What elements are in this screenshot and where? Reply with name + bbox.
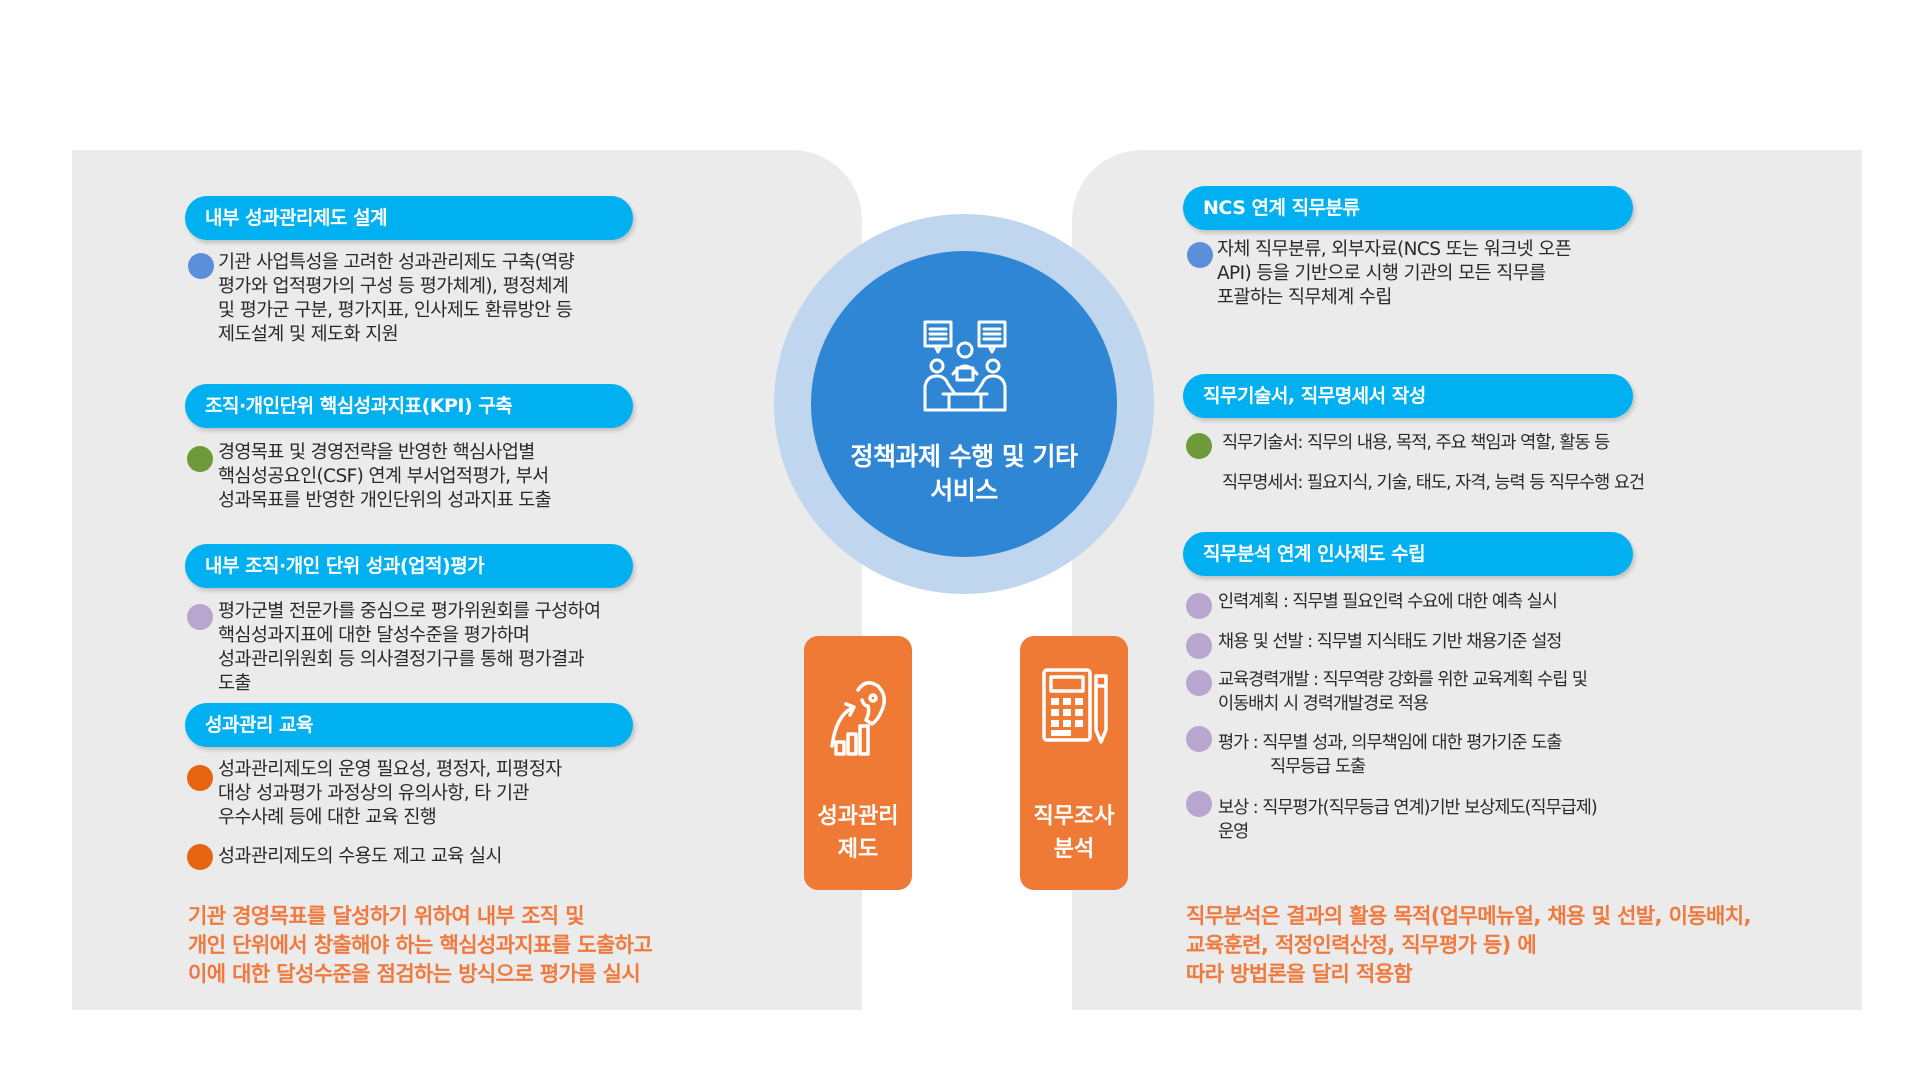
section-text-ncs-job-classification: 자체 직무분류, 외부자료(NCS 또는 워크넷 오픈 API) 등을 기반으로… [1217, 239, 1572, 308]
bullet-dot [187, 604, 213, 630]
section-title-ncs-job-classification: NCS 연계 직무분류 [1183, 186, 1633, 230]
bullet-dot [1186, 791, 1212, 817]
bullet-dot [1186, 670, 1212, 696]
bullet-dot [1186, 726, 1212, 752]
center-circle [811, 251, 1117, 557]
performance-management-box [804, 636, 912, 890]
left-summary-note: 기관 경영목표를 달성하기 위하여 내부 조직 및 개인 단위에서 창출해야 하… [188, 904, 653, 986]
performance-management-label: 성과관리 제도 [817, 804, 899, 862]
section-text-job-description: 직무기술서: 직무의 내용, 목적, 주요 책임과 역할, 활동 등 [1222, 433, 1610, 453]
section-text-kpi-build: 경영목표 및 경영전략을 반영한 핵심사업별 핵심성공요인(CSF) 연계 부서… [218, 442, 552, 511]
job-analysis-label: 직무조사 분석 [1033, 804, 1115, 862]
section-text-internal-performance-design: 기관 사업특성을 고려한 성과관리제도 구축(역량 평가와 업적평가의 구성 등… [218, 252, 575, 345]
section-title-internal-performance-design: 내부 성과관리제도 설계 [185, 196, 633, 240]
section-text-evaluation: 평가 : 직무별 성과, 의무책임에 대한 평가기준 도출 직무등급 도출 [1218, 733, 1562, 777]
bullet-dot [1186, 593, 1212, 619]
bullet-dot [188, 253, 214, 279]
bullet-dot [187, 765, 213, 791]
section-title-performance-evaluation: 내부 조직·개인 단위 성과(업적)평가 [185, 544, 633, 588]
meeting-people-icon [923, 320, 1007, 412]
bullet-dot [187, 446, 213, 472]
section-text-performance-education-2: 성과관리제도의 수용도 제고 교육 실시 [218, 846, 502, 867]
section-text-recruitment: 채용 및 선발 : 직무별 지식태도 기반 채용기준 설정 [1218, 632, 1562, 652]
bullet-dot [1186, 433, 1212, 459]
growth-graph-icon [830, 681, 886, 756]
calculator-pencil-icon [1042, 668, 1108, 744]
bullet-dot [1187, 242, 1213, 268]
section-text-manpower-plan: 인력계획 : 직무별 필요인력 수요에 대한 예측 실시 [1218, 592, 1558, 612]
section-text-compensation: 보상 : 직무평가(직무등급 연계)기반 보상제도(직무급제) 운영 [1218, 798, 1598, 842]
right-panel [1072, 150, 1862, 1010]
section-title-kpi-build: 조직·개인단위 핵심성과지표(KPI) 구축 [185, 384, 633, 428]
section-title-job-description: 직무기술서, 직무명세서 작성 [1183, 374, 1633, 418]
section-text-performance-education-1: 성과관리제도의 운영 필요성, 평정자, 피평정자 대상 성과평가 과정상의 유… [218, 759, 562, 828]
section-text-job-specification: 직무명세서: 필요지식, 기술, 태도, 자격, 능력 등 직무수행 요건 [1222, 473, 1645, 493]
section-text-performance-evaluation: 평가군별 전문가를 중심으로 평가위원회를 구성하여 핵심성과지표에 대한 달성… [218, 601, 601, 694]
section-title-performance-education: 성과관리 교육 [185, 703, 633, 747]
right-summary-note: 직무분석은 결과의 활용 목적(업무메뉴얼, 채용 및 선발, 이동배치, 교육… [1186, 904, 1751, 986]
section-text-education-career: 교육경력개발 : 직무역량 강화를 위한 교육계획 수립 및 이동배치 시 경력… [1218, 670, 1588, 714]
center-title: 정책과제 수행 및 기타 서비스 [850, 442, 1078, 505]
bullet-dot [1186, 633, 1212, 659]
section-title-hr-system: 직무분석 연계 인사제도 수립 [1183, 532, 1633, 576]
bullet-dot [187, 844, 213, 870]
